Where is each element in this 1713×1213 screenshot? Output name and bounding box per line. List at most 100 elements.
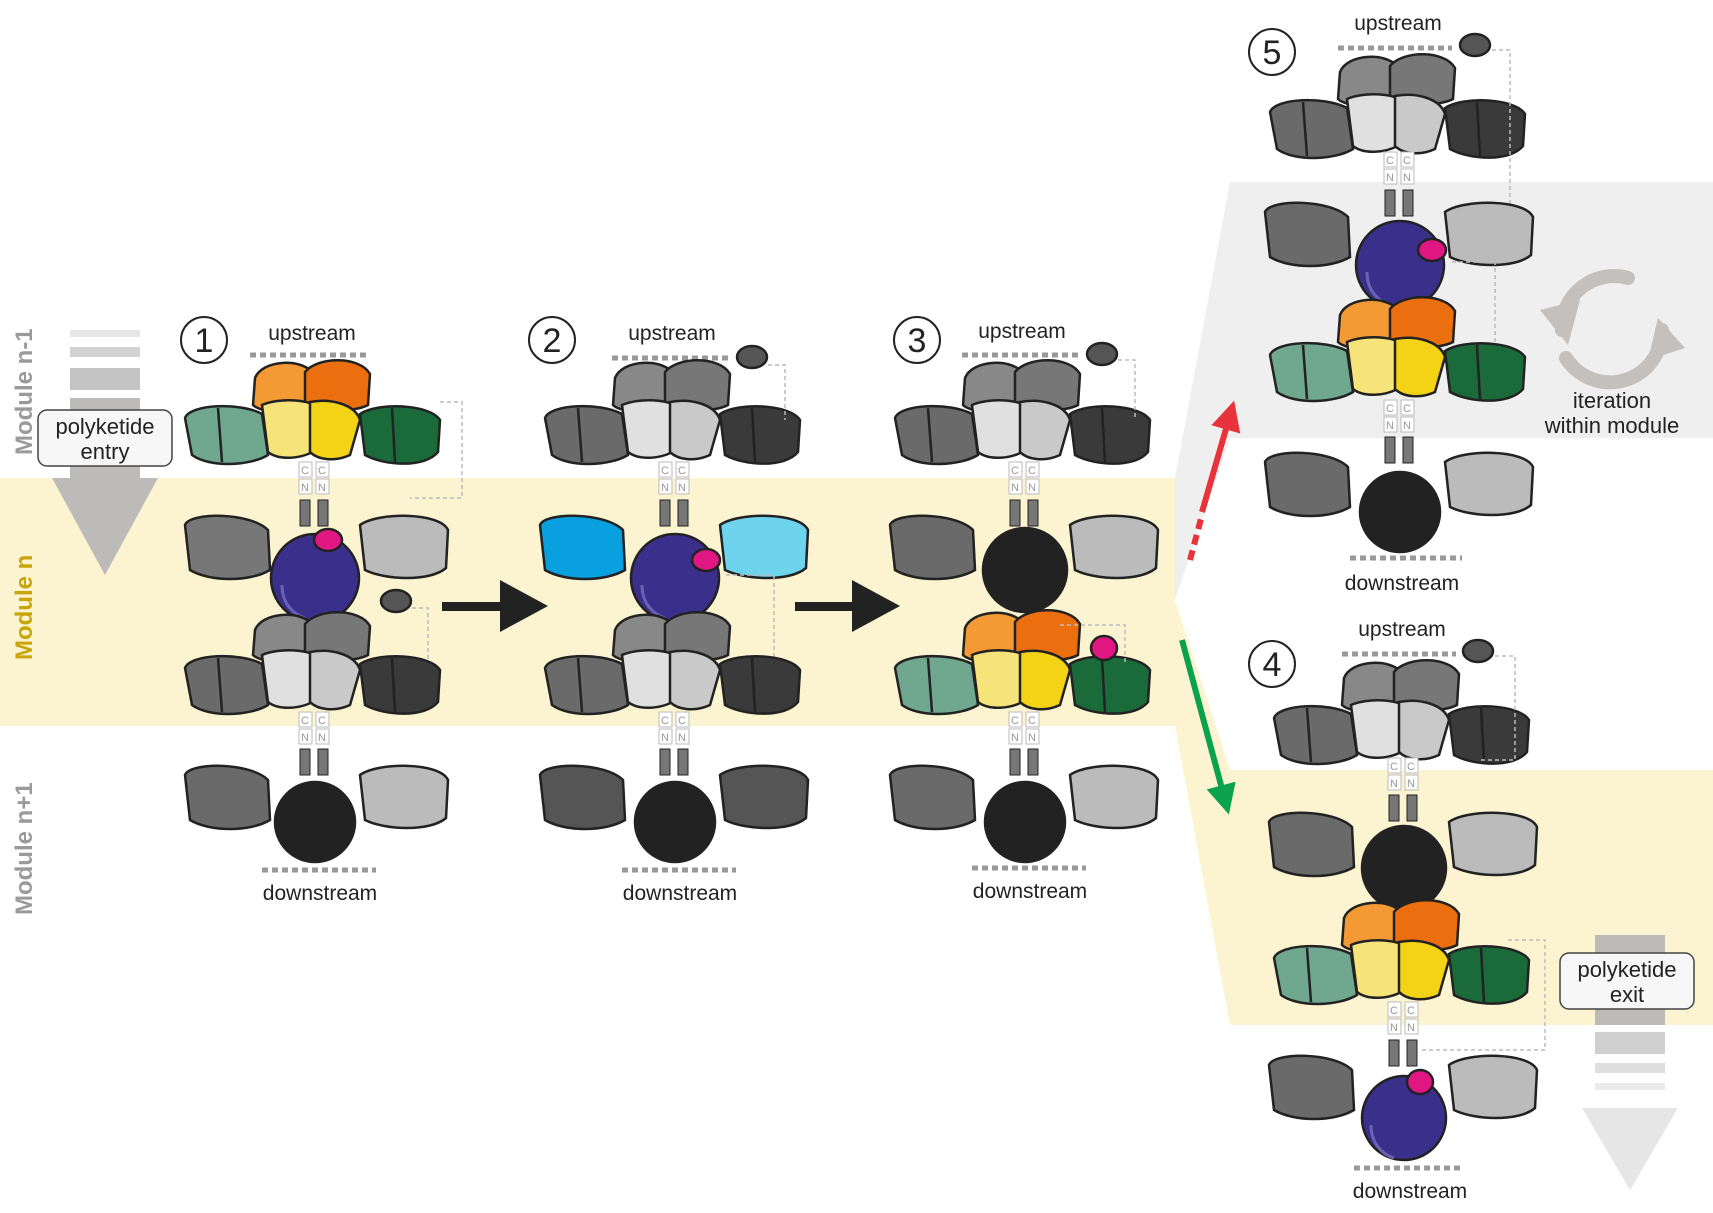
svg-text:N: N xyxy=(1390,778,1398,790)
step-5-module-te xyxy=(1263,201,1535,311)
polyketide-exit-box: polyketide exit xyxy=(1559,952,1695,1010)
svg-text:N: N xyxy=(1390,1022,1398,1034)
svg-text:Module n: Module n xyxy=(11,555,38,660)
svg-text:C: C xyxy=(1028,465,1036,477)
step-5-number: 5 xyxy=(1248,28,1296,76)
svg-text:4: 4 xyxy=(1263,646,1282,684)
svg-text:C: C xyxy=(1011,715,1019,727)
svg-text:C: C xyxy=(1407,1005,1415,1017)
svg-text:C: C xyxy=(301,715,309,727)
step-1-upstream-label: upstream xyxy=(268,322,356,345)
step-5-cn-linker-lower: C C N N xyxy=(1383,399,1415,464)
svg-text:N: N xyxy=(1386,420,1394,432)
step-3-downstream-label: downstream xyxy=(973,880,1087,903)
step-1-cn-linker-lower: C C N N xyxy=(298,711,330,776)
step-3-linker-dotted xyxy=(1118,359,1136,420)
svg-text:1: 1 xyxy=(195,322,214,360)
step-1-linker-dotted xyxy=(410,401,463,499)
step-5-module-downstream xyxy=(1263,451,1535,554)
module-label-next: Module n+1 xyxy=(11,782,38,915)
step-4-module-te xyxy=(1267,811,1539,912)
step-5-linker-dotted xyxy=(1492,49,1511,210)
step-4-downstream-label: downstream xyxy=(1353,1180,1467,1203)
step-2-cn-linker-lower: C C N N xyxy=(658,711,690,776)
step-2-module-upstream xyxy=(543,344,802,466)
step-1-module-grey-lower xyxy=(183,588,442,716)
svg-text:C: C xyxy=(1403,155,1411,167)
step-2-upstream-label: upstream xyxy=(628,322,716,345)
step-4-module-downstream xyxy=(1267,1054,1539,1162)
svg-text:N: N xyxy=(1028,732,1036,744)
step-1-cn-linker: C C N N xyxy=(298,461,330,527)
svg-text:N: N xyxy=(678,732,686,744)
svg-text:C: C xyxy=(318,465,326,477)
exit-module-band xyxy=(1175,600,1713,1025)
svg-text:3: 3 xyxy=(908,322,927,360)
svg-text:N: N xyxy=(318,732,326,744)
iteration-label: iteration within module xyxy=(1544,388,1680,438)
svg-text:N: N xyxy=(301,732,309,744)
svg-text:C: C xyxy=(661,465,669,477)
module-label-prev: Module n-1 xyxy=(11,328,38,455)
step-3-number: 3 xyxy=(893,316,941,364)
step-4-module-colored xyxy=(1272,899,1531,1006)
step-3-module-downstream xyxy=(888,764,1160,864)
step-5-linker-dotted-mid xyxy=(1452,261,1496,345)
step-4-linker-dotted xyxy=(1480,655,1516,761)
iteration-cycle-icon xyxy=(1540,269,1685,390)
arrow-step-1-to-2 xyxy=(442,580,548,632)
step-2-linker-dotted xyxy=(768,364,786,420)
step-3-module-upstream xyxy=(893,341,1152,466)
svg-text:C: C xyxy=(318,715,326,727)
svg-text:Module n+1: Module n+1 xyxy=(11,782,38,915)
svg-text:polyketide: polyketide xyxy=(55,414,154,439)
module-label-current: Module n xyxy=(11,555,38,660)
step-1-number: 1 xyxy=(180,316,228,364)
arrow-step-2-to-3 xyxy=(795,580,900,632)
svg-text:C: C xyxy=(678,465,686,477)
svg-text:C: C xyxy=(1386,155,1394,167)
arrow-to-exit xyxy=(1179,639,1236,815)
svg-text:C: C xyxy=(1407,761,1415,773)
step-5-downstream-label: downstream xyxy=(1345,572,1459,595)
step-1-downstream-label: downstream xyxy=(263,882,377,905)
step-4-cn-linker-lower: C C N N xyxy=(1387,1001,1419,1067)
svg-text:N: N xyxy=(318,482,326,494)
step-5-upstream-label: upstream xyxy=(1354,12,1442,35)
step-2-module-grey-lower xyxy=(543,611,802,716)
step-1-module-te xyxy=(183,514,450,624)
svg-text:C: C xyxy=(1386,403,1394,415)
step-4-module-upstream xyxy=(1272,638,1531,766)
svg-text:N: N xyxy=(1403,172,1411,184)
step-2-number: 2 xyxy=(528,316,576,364)
svg-text:N: N xyxy=(661,732,669,744)
svg-text:N: N xyxy=(301,482,309,494)
svg-text:N: N xyxy=(661,482,669,494)
svg-text:N: N xyxy=(1407,778,1415,790)
svg-text:N: N xyxy=(1011,732,1019,744)
step-4-upstream-label: upstream xyxy=(1358,618,1446,641)
step-3-linker-dotted-mid xyxy=(1060,624,1126,665)
svg-text:N: N xyxy=(1407,1022,1415,1034)
svg-text:N: N xyxy=(1011,482,1019,494)
svg-text:C: C xyxy=(678,715,686,727)
svg-text:iteration: iteration xyxy=(1573,388,1651,413)
polyketide-entry-box: polyketide entry xyxy=(37,409,173,467)
step-2-module-downstream xyxy=(538,764,810,864)
step-4-cn-linker: C C N N xyxy=(1387,757,1419,822)
svg-text:N: N xyxy=(1028,482,1036,494)
svg-text:C: C xyxy=(1403,403,1411,415)
step-4-number: 4 xyxy=(1248,640,1296,688)
svg-text:exit: exit xyxy=(1610,982,1644,1007)
svg-text:5: 5 xyxy=(1263,34,1282,72)
step-4-linker-dotted-mid xyxy=(1420,939,1546,1051)
svg-text:C: C xyxy=(661,715,669,727)
svg-text:N: N xyxy=(678,482,686,494)
step-5-module-upstream xyxy=(1268,32,1527,160)
svg-text:2: 2 xyxy=(543,322,562,360)
step-2-linker-dotted-mid xyxy=(726,574,775,660)
step-1-module-downstream xyxy=(183,764,450,864)
svg-text:C: C xyxy=(1011,465,1019,477)
svg-text:within module: within module xyxy=(1544,413,1680,438)
